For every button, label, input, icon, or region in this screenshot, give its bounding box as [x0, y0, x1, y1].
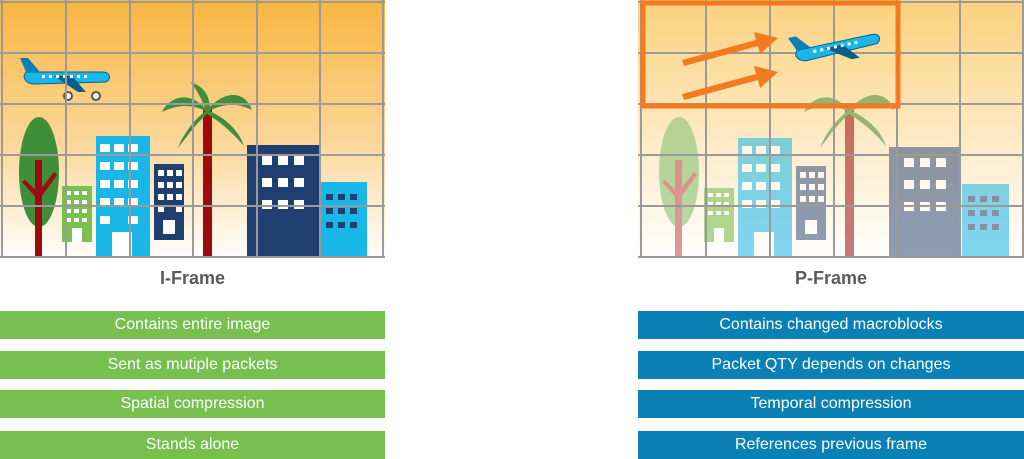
p-frame-feature: Contains changed macroblocks: [638, 311, 1024, 339]
i-frame-feature: Contains entire image: [0, 311, 385, 339]
motion-arrow-icon: [682, 32, 778, 100]
p-frame-scene: [638, 0, 1024, 262]
small-cyan-building: [962, 184, 1009, 258]
small-green-building: [62, 186, 92, 242]
i-frame-panel: I-Frame Contains entire image Sent as mu…: [0, 0, 385, 459]
p-frame-title: P-Frame: [794, 268, 868, 288]
small-green-building: [704, 188, 734, 242]
large-navy-building: [247, 145, 319, 258]
tall-cyan-building: [96, 136, 150, 258]
macroblock-grid: [0, 0, 385, 258]
large-navy-building: [889, 147, 961, 258]
small-cyan-building: [320, 182, 367, 258]
tree-illustration: [659, 117, 699, 256]
i-frame-feature: Spatial compression: [0, 390, 385, 418]
changed-macroblock-highlight: [640, 0, 901, 109]
p-frame-panel: P-Frame Contains changed macroblocks Pac…: [638, 0, 1024, 459]
i-frame-feature: Sent as mutiple packets: [0, 351, 385, 379]
p-frame-feature: References previous frame: [638, 431, 1024, 459]
p-frame-feature: Temporal compression: [638, 390, 1024, 418]
airplane-icon: [788, 33, 880, 62]
tree-illustration: [19, 117, 59, 256]
i-frame-scene: [0, 0, 385, 262]
navy-narrow-building: [796, 166, 826, 240]
navy-narrow-building: [154, 164, 184, 240]
p-frame-feature: Packet QTY depends on changes: [638, 351, 1024, 379]
i-frame-title: I-Frame: [159, 268, 226, 288]
i-frame-feature: Stands alone: [0, 431, 385, 459]
tall-cyan-building: [738, 138, 792, 258]
